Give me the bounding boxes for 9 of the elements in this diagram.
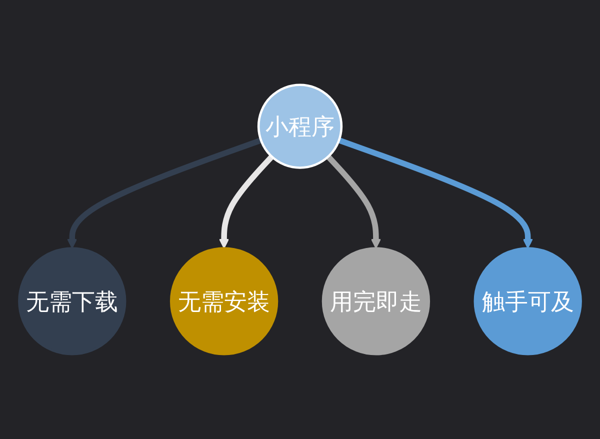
- arrow: [218, 154, 274, 249]
- arrow: [338, 138, 533, 249]
- node-circle: 用完即走: [322, 247, 430, 356]
- node-circle: 无需安装: [170, 247, 278, 356]
- node-circle: 触手可及: [474, 247, 582, 356]
- node-circle: 小程序: [257, 84, 343, 169]
- arrow: [67, 138, 262, 249]
- node-circle: 无需下载: [18, 247, 126, 356]
- arrow: [326, 154, 382, 249]
